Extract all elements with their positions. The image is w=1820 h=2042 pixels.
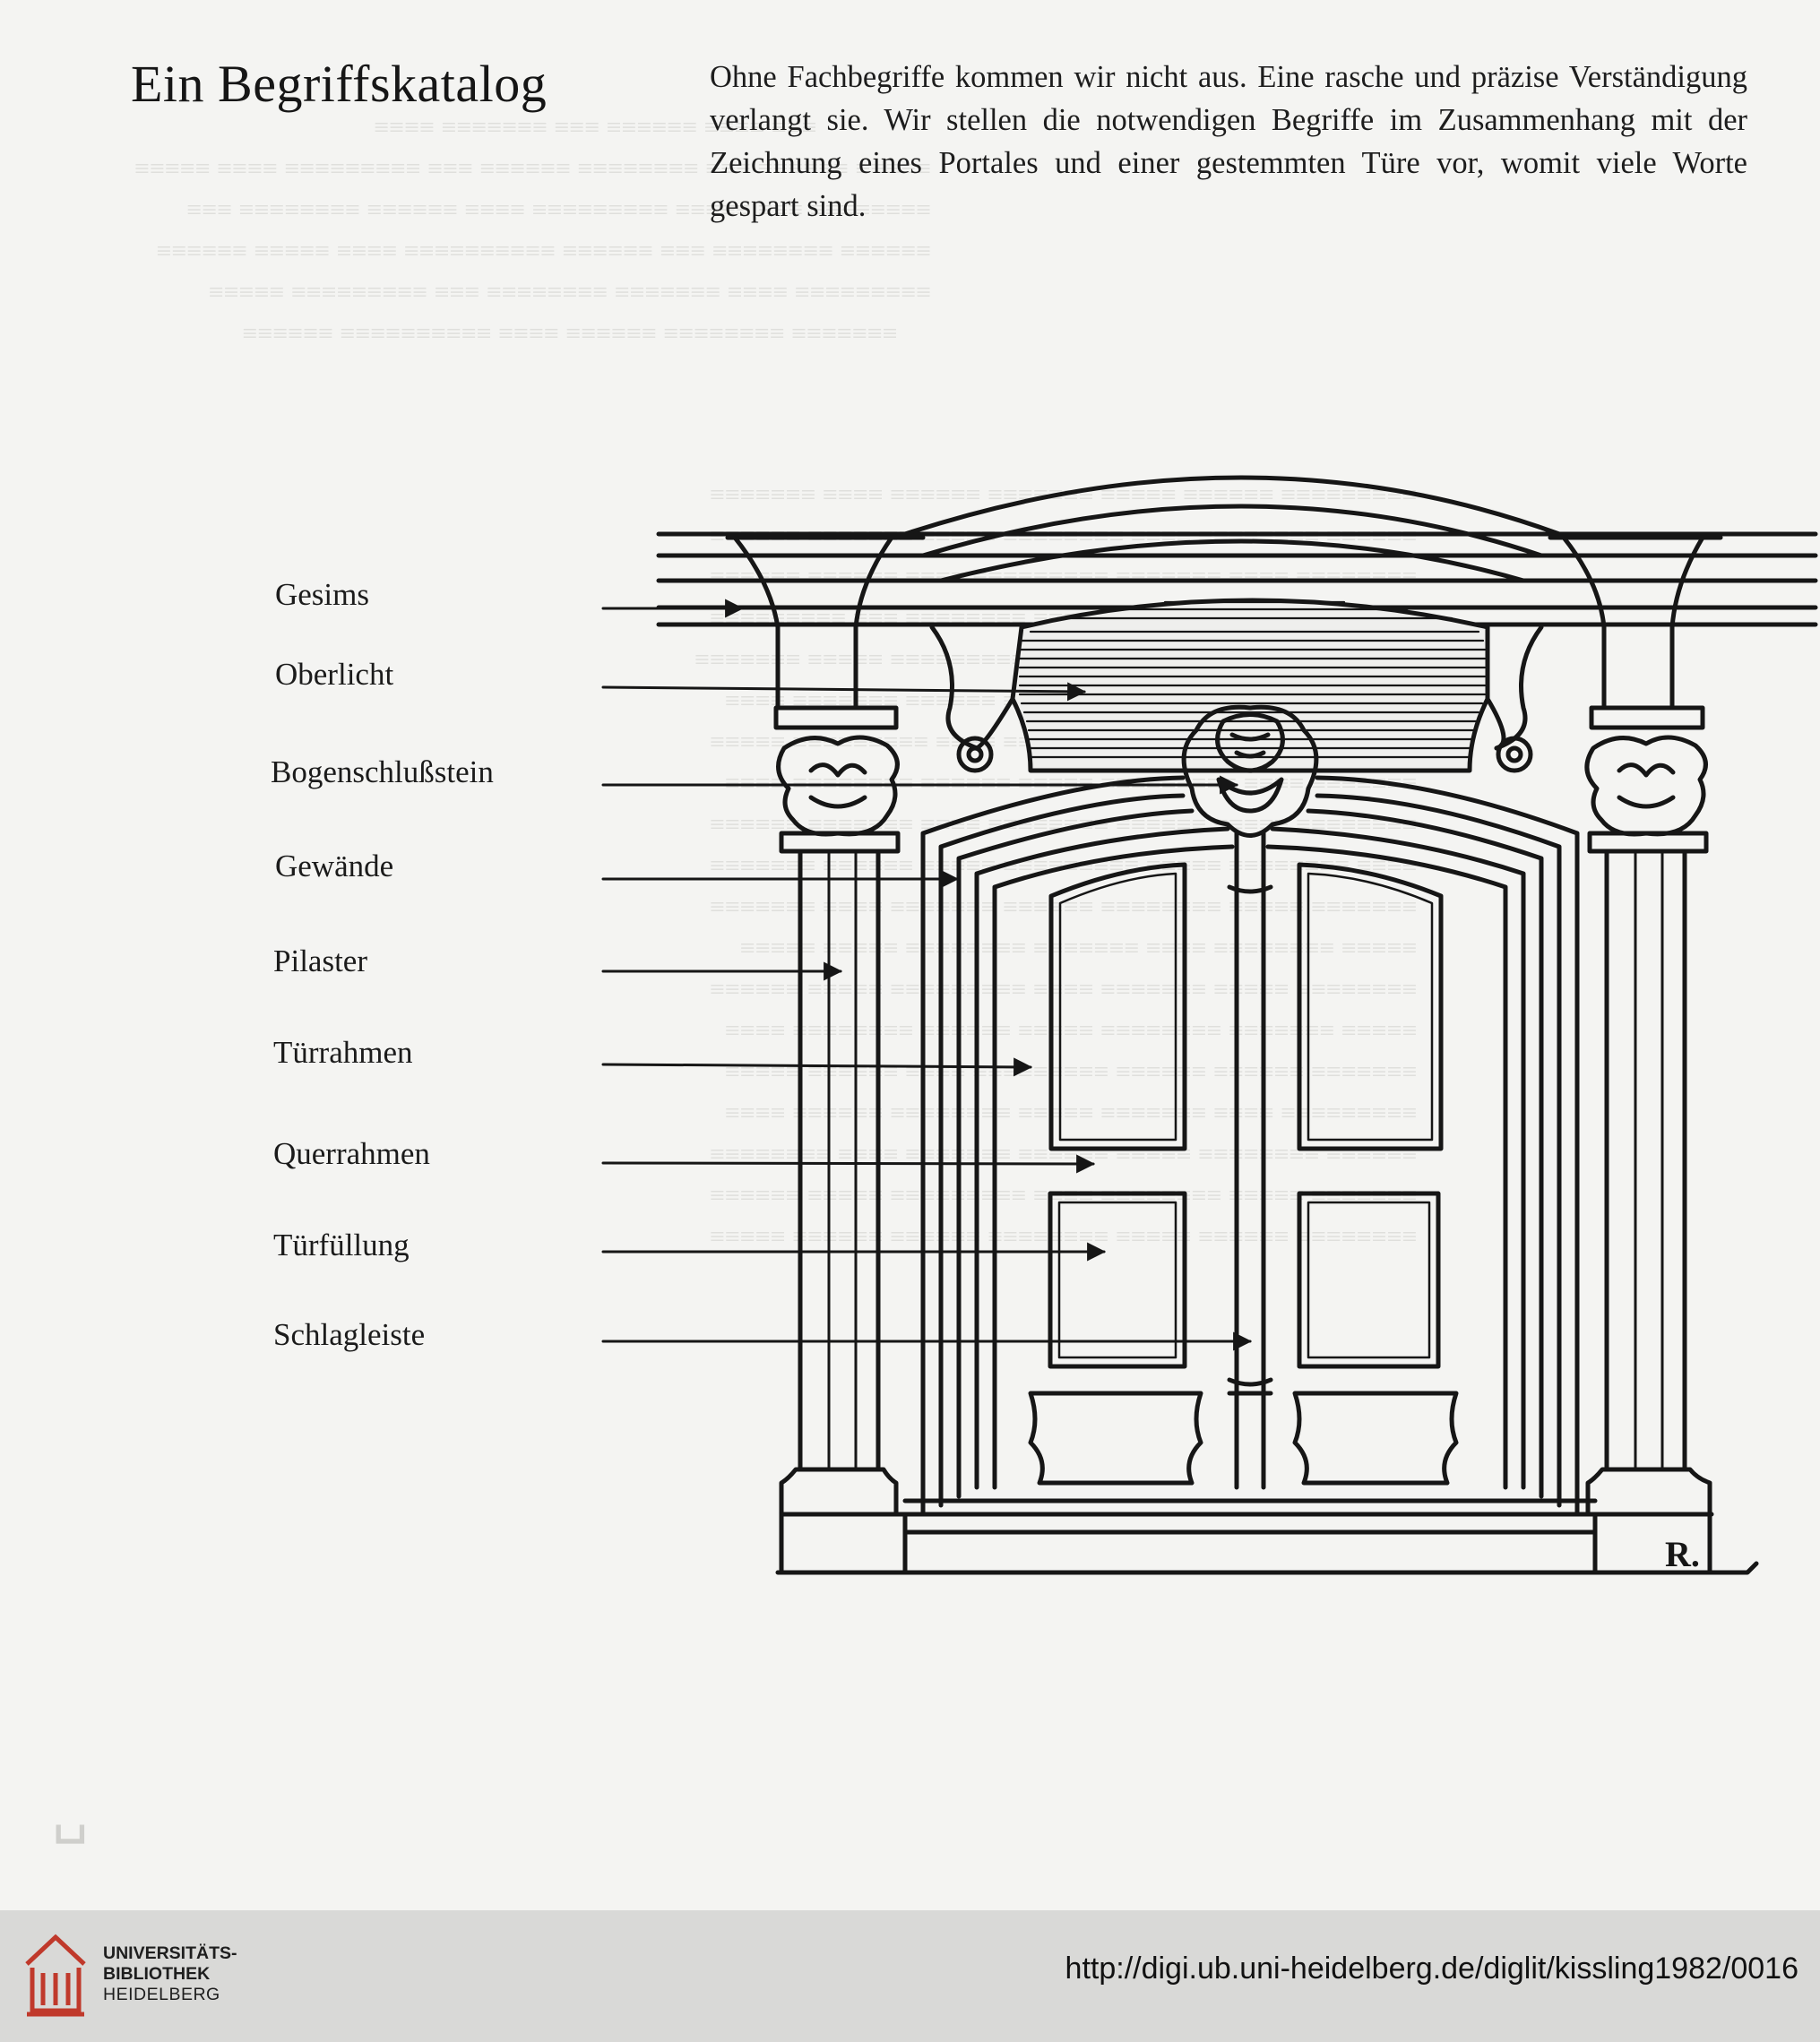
door-panels (1028, 862, 1459, 1486)
leader-arrows (601, 599, 1253, 1351)
scroll-left (929, 625, 1015, 773)
library-name-line1: UNIVERSITÄTS- (103, 1943, 237, 1963)
term-querrahmen: Querrahmen (273, 1136, 430, 1171)
portal-drawing: R. (601, 475, 1818, 1575)
transom-window (1010, 598, 1490, 773)
source-url-link[interactable]: http://digi.ub.uni-heidelberg.de/diglit/… (1065, 1952, 1798, 1986)
keystone (1181, 704, 1319, 838)
steps (775, 1498, 1759, 1575)
arch-crown (902, 475, 1562, 583)
library-logo-icon (25, 1934, 86, 2017)
term-gewaende: Gewände (275, 849, 394, 883)
pilaster-left (725, 535, 926, 1575)
term-pilaster: Pilaster (273, 943, 367, 978)
page-heading: Ein Begriffskatalog (131, 55, 548, 113)
term-tuerfuellung: Türfüllung (273, 1228, 410, 1262)
term-oberlicht: Oberlicht (275, 657, 394, 692)
term-bogenschlussstein: Bogenschlußstein (271, 754, 494, 789)
library-name: UNIVERSITÄTS- BIBLIOTHEK HEIDELBERG (103, 1943, 237, 2005)
footer-bar: UNIVERSITÄTS- BIBLIOTHEK HEIDELBERG http… (0, 1910, 1820, 2042)
library-name-line2: BIBLIOTHEK (103, 1964, 211, 1984)
door-frame (974, 826, 1526, 1490)
term-tuerrahmen: Türrahmen (273, 1035, 413, 1070)
artist-signature: R. (1665, 1534, 1700, 1574)
intro-paragraph: Ohne Fachbegriffe kommen wir nicht aus. … (710, 60, 1747, 223)
term-gesims: Gesims (275, 577, 369, 612)
transom-hatching (1018, 600, 1487, 759)
term-schlagleiste: Schlagleiste (273, 1317, 426, 1352)
page-number-left-bleed: ␣ (52, 1779, 89, 1843)
pilaster-right (1548, 535, 1723, 1575)
library-name-line3: HEIDELBERG (103, 1985, 220, 2004)
page: ≡≡≡ ≡≡≡≡ ≡≡≡≡≡≡ ≡≡≡ ≡≡≡≡≡≡≡ ≡≡≡≡ ≡≡≡≡≡ ≡… (52, 55, 1818, 1843)
scroll-right (1485, 625, 1544, 773)
door-surround (920, 775, 1580, 1517)
